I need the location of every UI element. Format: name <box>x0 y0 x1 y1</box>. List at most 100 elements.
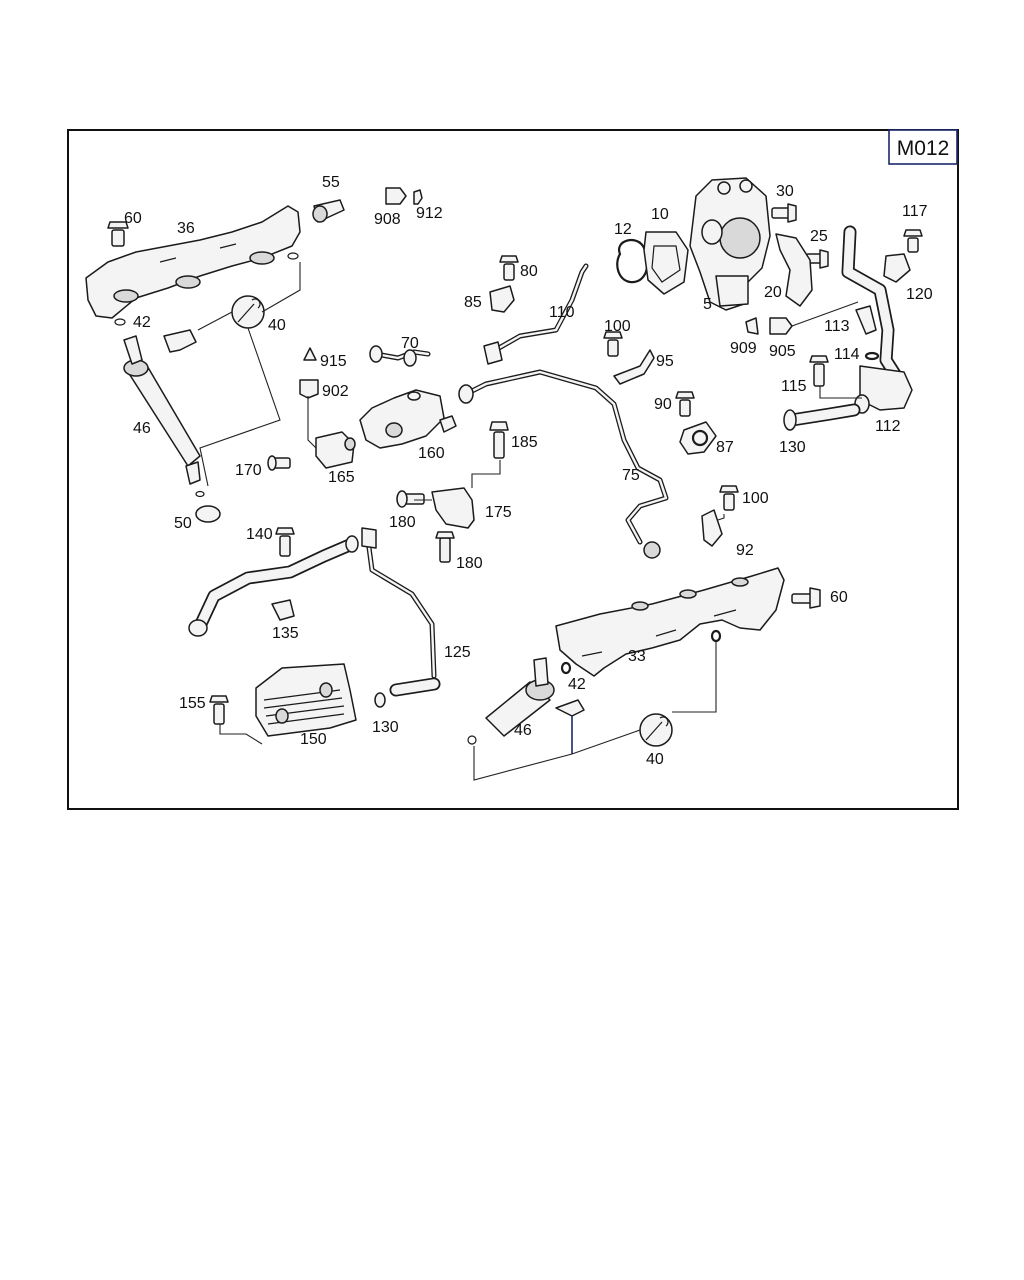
label-915: 915 <box>320 353 347 370</box>
ring-114 <box>864 351 880 361</box>
bracket-95 <box>613 349 655 385</box>
label-80: 80 <box>520 263 538 280</box>
clamp-85 <box>489 285 515 313</box>
label-60: 60 <box>124 210 142 227</box>
label-40: 40 <box>646 751 664 768</box>
bolt-100b <box>719 485 739 511</box>
leader-lines-right <box>791 301 862 399</box>
fuel-line-110 <box>483 263 589 365</box>
bolt-100a <box>603 331 623 357</box>
sensor-55 <box>312 199 345 223</box>
clamp-40b <box>555 699 585 717</box>
label-12: 12 <box>614 221 632 238</box>
solenoid-165 <box>315 431 356 469</box>
bolt-80 <box>499 255 519 281</box>
label-95: 95 <box>656 353 674 370</box>
bolt-155 <box>209 695 229 725</box>
bolt-185 <box>489 421 509 459</box>
seal-50 <box>195 505 221 523</box>
wrench-icon <box>237 298 261 323</box>
label-46: 46 <box>133 420 151 437</box>
small-ring <box>114 252 299 326</box>
injector-clamp <box>163 329 197 353</box>
label-180: 180 <box>456 555 483 572</box>
label-10: 10 <box>651 206 669 223</box>
bolt-180b <box>435 531 455 563</box>
pipe-112 <box>841 225 913 414</box>
bracket-175 <box>431 487 475 529</box>
label-30: 30 <box>776 183 794 200</box>
label-110: 110 <box>549 304 575 321</box>
cap-912 <box>413 189 423 205</box>
bracket-92 <box>701 509 723 547</box>
label-909: 909 <box>730 340 757 357</box>
label-46: 46 <box>514 722 532 739</box>
diagram-code: M012 <box>897 137 950 160</box>
label-100: 100 <box>742 490 769 507</box>
bolt-90 <box>675 391 695 417</box>
label-120: 120 <box>906 286 933 303</box>
injector-46-right <box>467 657 555 745</box>
label-125: 125 <box>444 644 471 661</box>
clamp-120 <box>883 253 911 283</box>
leader-lines-mid <box>414 460 725 521</box>
label-117: 117 <box>902 203 928 220</box>
label-175: 175 <box>485 504 512 521</box>
leader-lines-left <box>197 262 301 487</box>
bolt-30 <box>771 203 797 223</box>
label-90: 90 <box>654 396 672 413</box>
valve-70 <box>369 345 431 367</box>
label-25: 25 <box>810 228 828 245</box>
wrench-symbol-40a <box>231 295 265 329</box>
label-87: 87 <box>716 439 734 456</box>
callout-labels: 60 36 55 908 912 42 40 46 50 70 915 902 … <box>124 174 933 768</box>
label-902: 902 <box>322 383 349 400</box>
label-130: 130 <box>372 719 399 736</box>
label-165: 165 <box>328 469 355 486</box>
label-55: 55 <box>322 174 340 191</box>
leader-lines-lower-left <box>219 724 263 745</box>
high-pressure-pump-5 <box>689 177 771 311</box>
fuel-rail-33 <box>555 567 785 677</box>
label-912: 912 <box>416 205 443 222</box>
injector-46-left <box>123 335 205 498</box>
fuel-line-75 <box>458 369 669 559</box>
label-115: 115 <box>781 378 807 395</box>
label-114: 114 <box>834 346 860 363</box>
bolt-115 <box>809 355 829 387</box>
leader-lines-center <box>307 396 317 449</box>
hose-130-right <box>783 403 861 431</box>
label-113: 113 <box>824 318 850 335</box>
wrench-icon <box>645 716 669 741</box>
label-170: 170 <box>235 462 262 479</box>
oil-cooler-150 <box>255 663 357 737</box>
connector-915 <box>303 347 317 361</box>
leader-lines-lower-right <box>473 642 717 781</box>
label-150: 150 <box>300 731 327 748</box>
connector-905 <box>769 317 793 335</box>
gasket-10 <box>643 231 689 295</box>
bolt-170 <box>267 455 291 471</box>
connector-902 <box>299 379 319 399</box>
pressure-regulator-160 <box>359 389 457 449</box>
label-75: 75 <box>622 467 640 484</box>
label-40: 40 <box>268 317 286 334</box>
label-85: 85 <box>464 294 482 311</box>
sensor-113 <box>855 305 877 335</box>
label-60: 60 <box>830 589 848 606</box>
bracket-20 <box>775 233 813 307</box>
label-42: 42 <box>568 676 586 693</box>
bolt-60-lower <box>791 587 821 609</box>
hose-140 <box>188 535 359 637</box>
washer-42b <box>560 629 722 675</box>
label-92: 92 <box>736 542 754 559</box>
wrench-symbol-40b <box>639 713 673 747</box>
label-100: 100 <box>604 318 631 335</box>
label-185: 185 <box>511 434 538 451</box>
label-20: 20 <box>764 284 782 301</box>
fuel-rail-36 <box>85 205 301 319</box>
label-155: 155 <box>179 695 206 712</box>
label-42: 42 <box>133 314 151 331</box>
bolt-180a <box>396 490 425 508</box>
